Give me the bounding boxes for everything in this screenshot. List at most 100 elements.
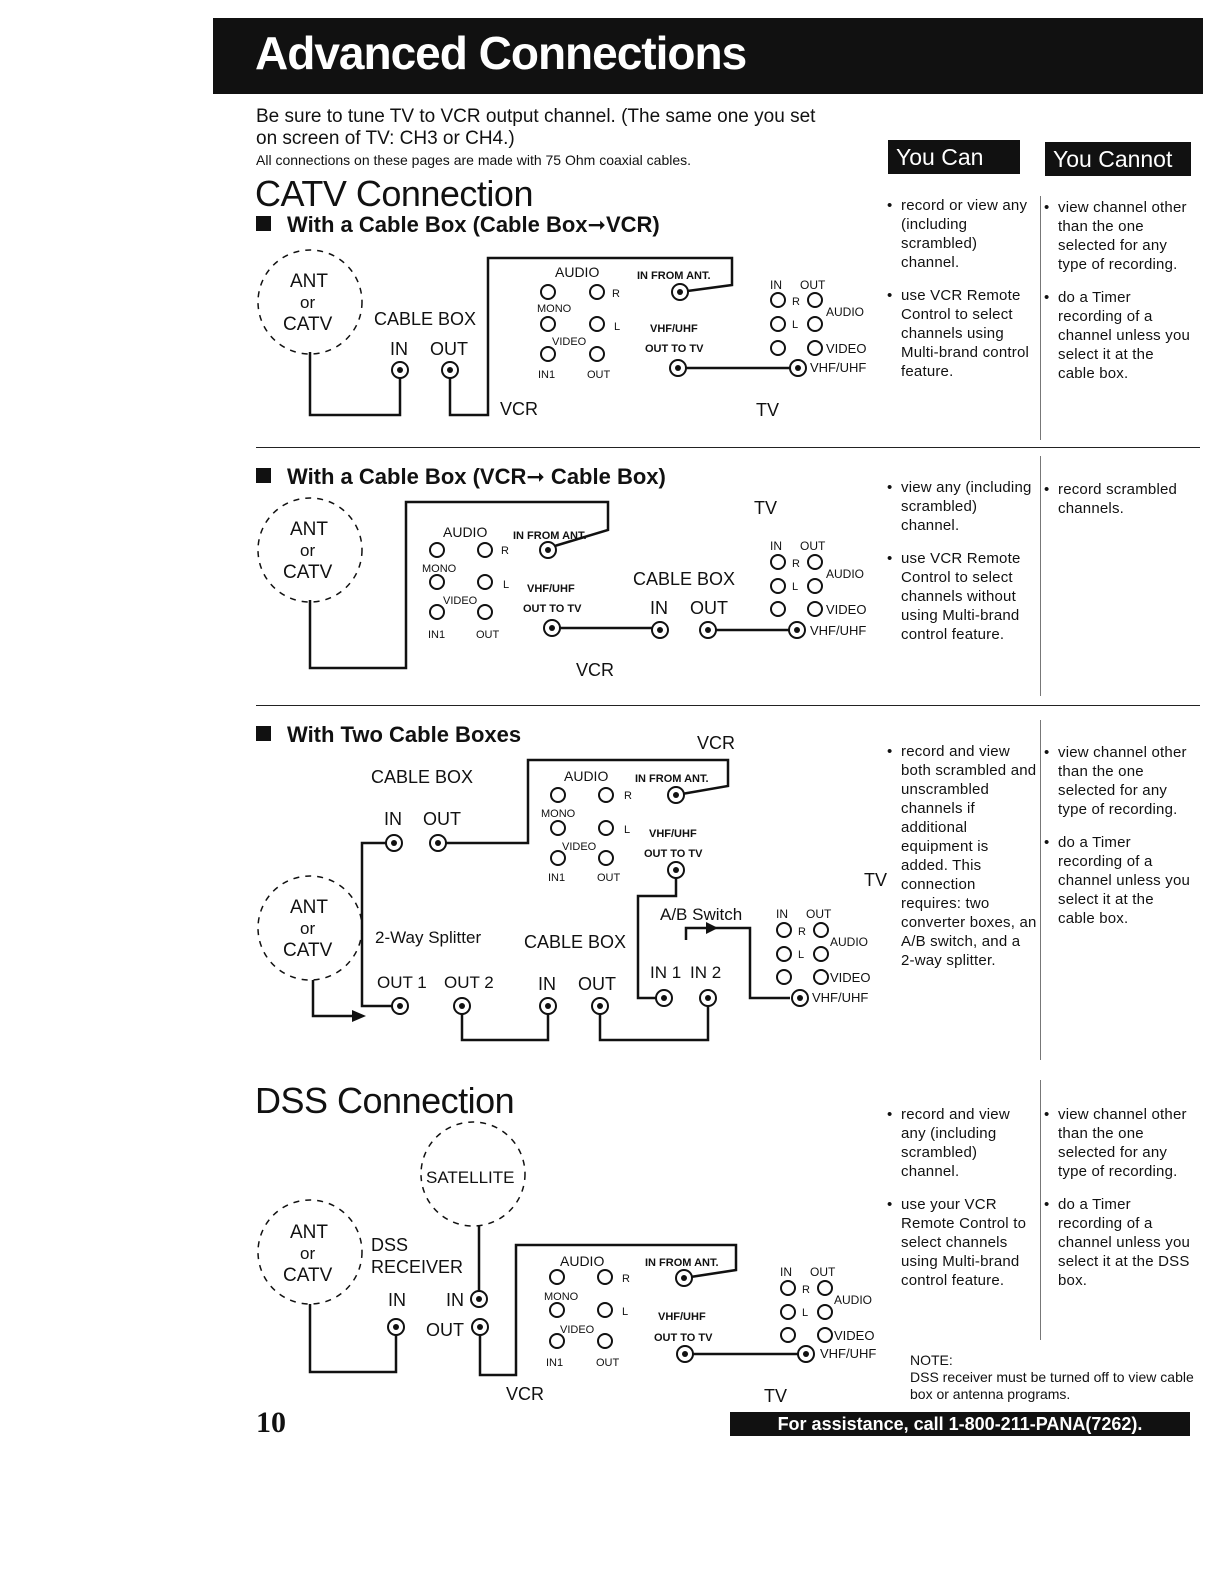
list-item: do a Timer recording of a channel unless… (1042, 288, 1192, 383)
svg-text:OUT: OUT (476, 629, 500, 641)
svg-text:L: L (503, 579, 509, 591)
diagram-section2: ANT or CATV AUDIO IN FROM ANT. R MONO L … (257, 497, 866, 680)
svg-text:TV: TV (764, 1386, 787, 1406)
svg-text:VIDEO: VIDEO (562, 841, 597, 853)
svg-text:TV: TV (864, 870, 887, 890)
assistance-banner: For assistance, call 1-800-211-PANA(7262… (730, 1412, 1190, 1436)
diagram-section1: ANT or CATV CABLE BOX IN OUT VCR AUDIO I… (257, 249, 866, 420)
svg-text:VIDEO: VIDEO (552, 336, 587, 348)
svg-text:OUT: OUT (587, 369, 611, 381)
svg-text:AUDIO: AUDIO (834, 1293, 872, 1307)
svg-text:IN1: IN1 (548, 872, 565, 884)
cable-box-in-jack (391, 361, 409, 379)
svg-text:2-Way Splitter: 2-Way Splitter (375, 928, 481, 947)
section-divider (256, 705, 1200, 706)
svg-text:AUDIO: AUDIO (560, 1253, 604, 1269)
column-divider (1040, 720, 1041, 1060)
tab-you-cannot: You Cannot (1045, 142, 1191, 176)
svg-text:OUT: OUT (597, 872, 621, 884)
list-item: record and view both scrambled and unscr… (885, 742, 1037, 970)
svg-text:VCR: VCR (506, 1384, 544, 1404)
svg-text:AUDIO: AUDIO (826, 305, 864, 319)
svg-text:VIDEO: VIDEO (560, 1324, 595, 1336)
svg-text:ANT: ANT (290, 1222, 328, 1243)
svg-text:R: R (792, 296, 800, 308)
svg-text:IN1: IN1 (546, 1357, 563, 1369)
svg-text:IN 1: IN 1 (650, 963, 681, 982)
svg-text:L: L (792, 319, 798, 331)
page-title: Advanced Connections (255, 27, 747, 79)
svg-text:or: or (300, 1244, 315, 1263)
cable-box-label: CABLE BOX (374, 309, 476, 329)
svg-text:R: R (612, 288, 620, 300)
svg-text:VIDEO: VIDEO (826, 602, 866, 617)
svg-text:CATV: CATV (283, 1265, 333, 1286)
svg-text:L: L (622, 1306, 628, 1318)
svg-text:L: L (802, 1307, 808, 1319)
svg-text:CABLE BOX: CABLE BOX (633, 569, 735, 589)
page-number: 10 (256, 1406, 286, 1439)
section1-you-cannot: view channel other than the one selected… (1042, 198, 1192, 397)
list-item: do a Timer recording of a channel unless… (1042, 833, 1192, 928)
tv-label: TV (756, 400, 779, 420)
satellite-circle (420, 1121, 526, 1227)
svg-text:AUDIO: AUDIO (564, 768, 608, 784)
svg-text:IN 2: IN 2 (690, 963, 721, 982)
svg-text:L: L (792, 581, 798, 593)
svg-text:DSS: DSS (371, 1235, 408, 1255)
svg-text:TV: TV (754, 498, 777, 518)
svg-text:A/B Switch: A/B Switch (660, 905, 742, 924)
svg-text:CATV: CATV (283, 562, 333, 583)
section3-heading: With Two Cable Boxes (256, 722, 521, 748)
svg-text:CATV: CATV (283, 940, 333, 961)
section1-heading: With a Cable Box (Cable Box➞VCR) (256, 212, 660, 238)
catv-label: CATV (283, 314, 333, 335)
svg-text:L: L (614, 321, 620, 333)
svg-text:VHF/UHF: VHF/UHF (810, 623, 866, 638)
svg-text:MONO: MONO (537, 303, 572, 315)
svg-text:IN: IN (780, 1265, 792, 1279)
svg-text:VHF/UHF: VHF/UHF (527, 583, 575, 595)
svg-text:MONO: MONO (541, 808, 576, 820)
svg-text:ANT: ANT (290, 897, 328, 918)
list-item: view channel other than the one selected… (1042, 198, 1192, 274)
section-divider (256, 447, 1200, 448)
intro-note: All connections on these pages are made … (256, 152, 692, 168)
section2-you-cannot: record scrambled channels. (1042, 480, 1192, 532)
cable-box-out-jack (441, 361, 459, 379)
svg-text:OUT: OUT (690, 598, 728, 618)
list-item: record scrambled channels. (1042, 480, 1192, 518)
section3-you-can: record and view both scrambled and unscr… (885, 742, 1037, 984)
svg-text:IN FROM ANT.: IN FROM ANT. (513, 530, 587, 542)
svg-text:VHF/UHF: VHF/UHF (812, 990, 868, 1005)
svg-text:IN1: IN1 (538, 369, 555, 381)
section2-heading: With a Cable Box (VCR➞ Cable Box) (256, 464, 666, 490)
column-divider (1040, 1080, 1041, 1340)
svg-text:OUT: OUT (810, 1265, 836, 1279)
ant-catv-circle (257, 249, 363, 355)
svg-text:IN: IN (776, 907, 788, 921)
ant-label: ANT (290, 271, 328, 292)
svg-text:IN1: IN1 (428, 629, 445, 641)
or-label: or (300, 293, 315, 312)
svg-text:OUT: OUT (800, 539, 826, 553)
out-label: OUT (430, 339, 468, 359)
section3-you-cannot: view channel other than the one selected… (1042, 743, 1192, 942)
svg-text:or: or (300, 919, 315, 938)
list-item: view any (including scrambled) channel. (885, 478, 1035, 535)
svg-text:ANT: ANT (290, 519, 328, 540)
svg-text:IN FROM ANT.: IN FROM ANT. (635, 773, 709, 785)
diagram-section3: VCR CABLE BOX IN OUT ANT or CATV 2-Way S… (257, 733, 887, 1042)
svg-text:OUT: OUT (596, 1357, 620, 1369)
svg-text:IN: IN (650, 598, 668, 618)
svg-text:IN: IN (446, 1290, 464, 1310)
svg-text:OUT TO TV: OUT TO TV (654, 1332, 713, 1344)
svg-text:OUT: OUT (578, 974, 616, 994)
column-divider (1040, 196, 1041, 440)
svg-text:VCR: VCR (697, 733, 735, 753)
svg-text:VIDEO: VIDEO (830, 970, 870, 985)
svg-text:VCR: VCR (576, 660, 614, 680)
svg-text:OUT TO TV: OUT TO TV (645, 343, 704, 355)
svg-text:IN FROM ANT.: IN FROM ANT. (645, 1257, 719, 1269)
note-text: DSS receiver must be turned off to view … (910, 1369, 1194, 1402)
